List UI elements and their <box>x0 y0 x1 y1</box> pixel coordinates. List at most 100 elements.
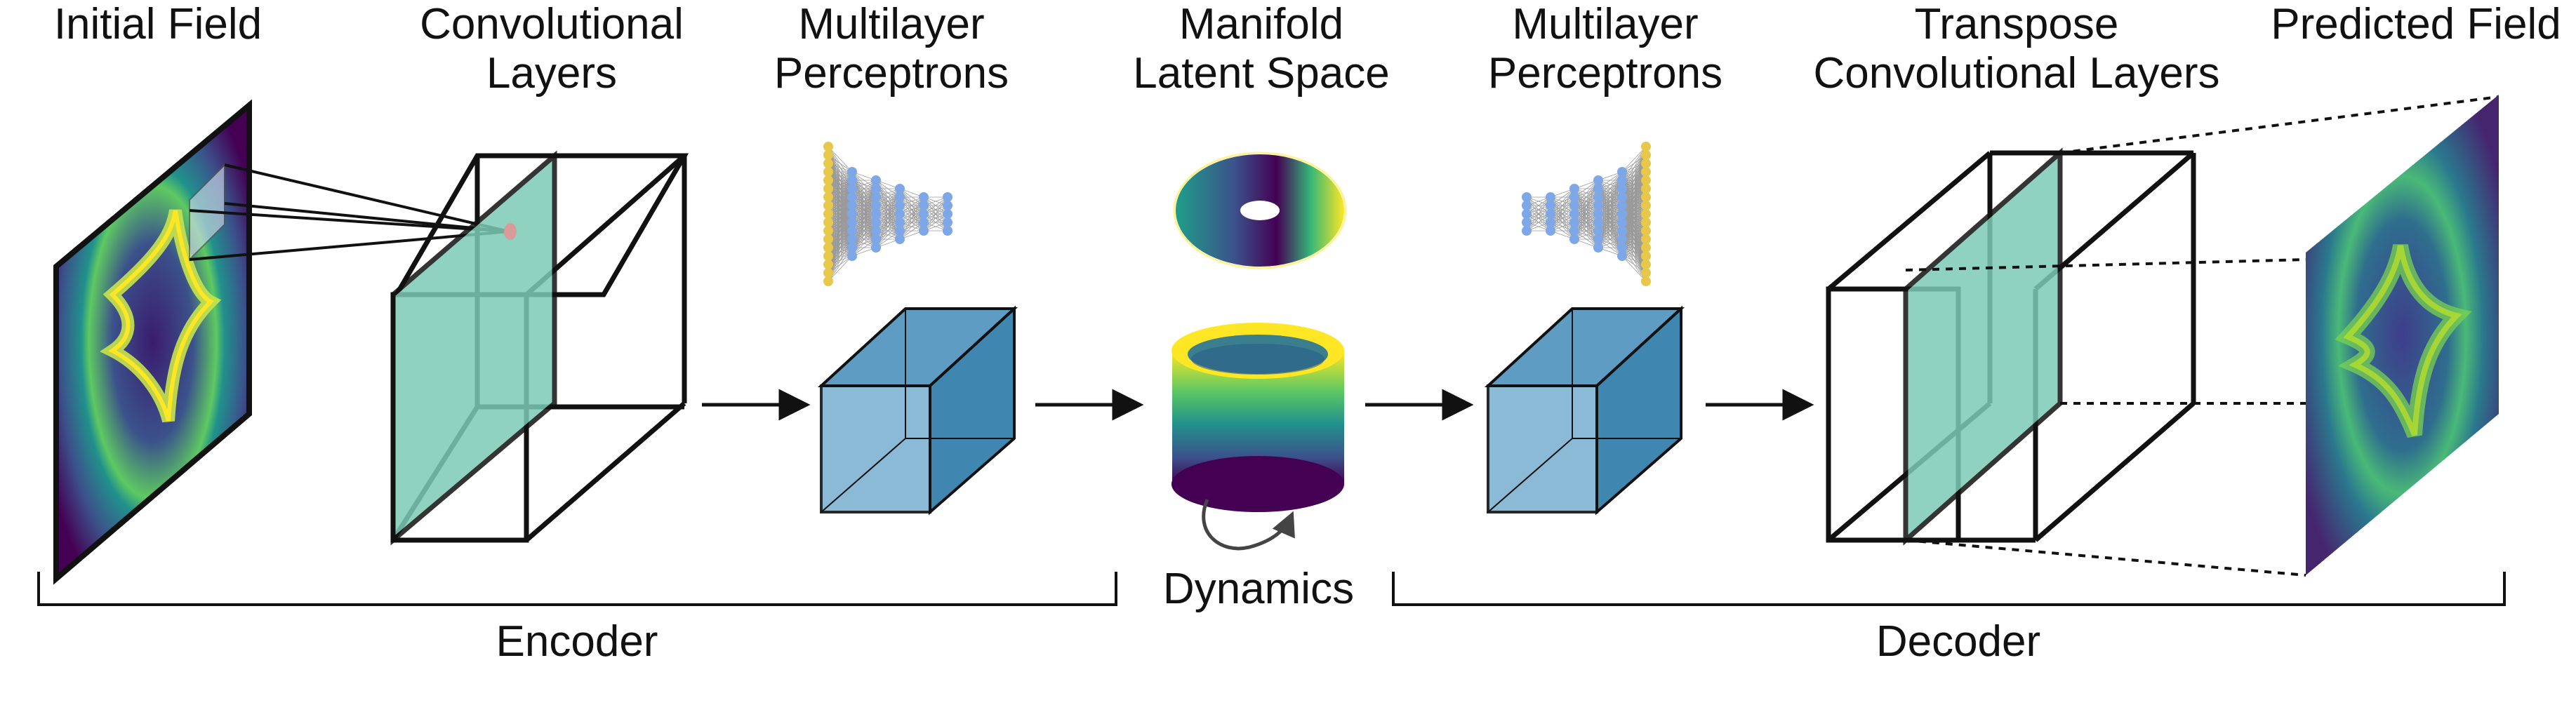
mlp-edge <box>851 180 877 206</box>
mlp-node <box>943 226 952 236</box>
receptive-field-lines <box>189 163 510 261</box>
mlp-node <box>1641 175 1651 185</box>
mlp-node <box>1522 217 1532 227</box>
mlp-node <box>919 217 929 227</box>
mlp-encoder-network <box>823 142 952 286</box>
mlp-node <box>919 209 929 219</box>
mlp-node <box>1546 192 1555 202</box>
mlp-decoder-label-line1: Multilayer <box>1512 0 1699 48</box>
mlp-node <box>1569 234 1579 244</box>
mlp-node <box>1617 184 1627 194</box>
mlp-node <box>895 209 905 219</box>
mlp-node <box>895 217 905 227</box>
mlp-node <box>1617 243 1627 253</box>
mlp-edge <box>1621 255 1647 282</box>
mlp-node <box>1641 276 1651 286</box>
mlp-node <box>1641 217 1651 227</box>
mlp-node <box>847 192 857 202</box>
mlp-node <box>1641 243 1651 253</box>
mlp-node <box>1593 226 1603 236</box>
mlp-node <box>823 184 833 194</box>
mlp-node <box>1593 209 1603 219</box>
conv-layers-label-line1: Convolutional <box>420 0 684 48</box>
mlp-node <box>1641 260 1651 269</box>
mlp-node <box>1617 217 1627 227</box>
mlp-node <box>823 217 833 227</box>
mlp-node <box>1569 209 1579 219</box>
mlp-node <box>847 209 857 219</box>
mlp-node <box>1641 192 1651 202</box>
mlp-node <box>1641 184 1651 194</box>
mlp-edge <box>1621 230 1647 257</box>
mlp-node <box>871 209 881 219</box>
mlp-node <box>1522 226 1532 236</box>
mlp-node <box>1617 234 1627 244</box>
mlp-edge <box>828 205 853 282</box>
mlp-node <box>943 201 952 210</box>
mlp-edge <box>1526 196 1551 223</box>
mlp-edge <box>923 205 948 231</box>
mlp-node <box>1641 226 1651 236</box>
mlp-node <box>919 192 929 202</box>
mlp-node <box>1593 192 1603 202</box>
mlp-node <box>847 167 857 177</box>
mlp-decoder-label: Multilayer Perceptrons <box>1488 0 1722 98</box>
dynamics-label: Dynamics <box>1162 565 1355 613</box>
mlp-node <box>823 150 833 160</box>
mlp-node <box>1617 251 1627 261</box>
mlp-node <box>871 175 881 185</box>
mlp-edge <box>1598 171 1623 198</box>
mlp-node <box>847 251 857 261</box>
mlp-edge <box>828 255 853 282</box>
mlp-node <box>943 192 952 202</box>
mlp-edge <box>1598 222 1623 248</box>
mlp-encoder-label-line1: Multilayer <box>798 0 985 48</box>
mlp-node <box>823 226 833 236</box>
latent-cube-encoder <box>817 305 1018 516</box>
mlp-node <box>823 201 833 210</box>
initial-field-label: Initial Field <box>53 0 263 48</box>
mlp-node <box>1569 192 1579 202</box>
mlp-node <box>823 192 833 202</box>
mlp-node <box>1593 234 1603 244</box>
cylinder-manifold <box>1171 323 1344 512</box>
projection-lines <box>1905 95 2499 577</box>
conv-layers-label-line2: Layers <box>486 49 618 98</box>
mlp-node <box>919 226 929 236</box>
rotation-arrow-icon <box>1202 499 1295 551</box>
mlp-node <box>823 167 833 177</box>
mlp-edge <box>1550 188 1575 215</box>
mlp-node <box>823 251 833 261</box>
encoder-label: Encoder <box>496 617 658 666</box>
mlp-edge <box>1526 205 1551 231</box>
mlp-edge <box>1621 180 1647 257</box>
mlp-edge <box>828 146 853 173</box>
mlp-edge <box>1621 146 1647 223</box>
mlp-node <box>823 260 833 269</box>
mlp-encoder-label: Multilayer Perceptrons <box>774 0 1009 98</box>
mlp-node <box>847 201 857 210</box>
mlp-edge <box>1574 213 1599 240</box>
mlp-node <box>1546 217 1555 227</box>
mlp-node <box>919 201 929 210</box>
mlp-edge <box>1598 171 1623 248</box>
mlp-node <box>1641 159 1651 168</box>
transpose-conv-label-line2: Convolutional Layers <box>1813 49 2220 98</box>
conv-feature-map <box>390 150 557 546</box>
mlp-node <box>871 234 881 244</box>
mlp-node <box>1569 217 1579 227</box>
mlp-node <box>943 209 952 219</box>
mlp-node <box>1617 167 1627 177</box>
mlp-node <box>1522 192 1532 202</box>
mlp-node <box>823 268 833 278</box>
conv-layers-label: Convolutional Layers <box>420 0 684 98</box>
predicted-field-image <box>2306 95 2499 575</box>
mlp-decoder-label-line2: Perceptrons <box>1487 49 1723 98</box>
transpose-conv-label: Transpose Convolutional Layers <box>1813 0 2219 98</box>
mlp-node <box>1546 226 1555 236</box>
mlp-node <box>1641 167 1651 177</box>
mlp-node <box>823 142 833 152</box>
mlp-node <box>823 159 833 168</box>
